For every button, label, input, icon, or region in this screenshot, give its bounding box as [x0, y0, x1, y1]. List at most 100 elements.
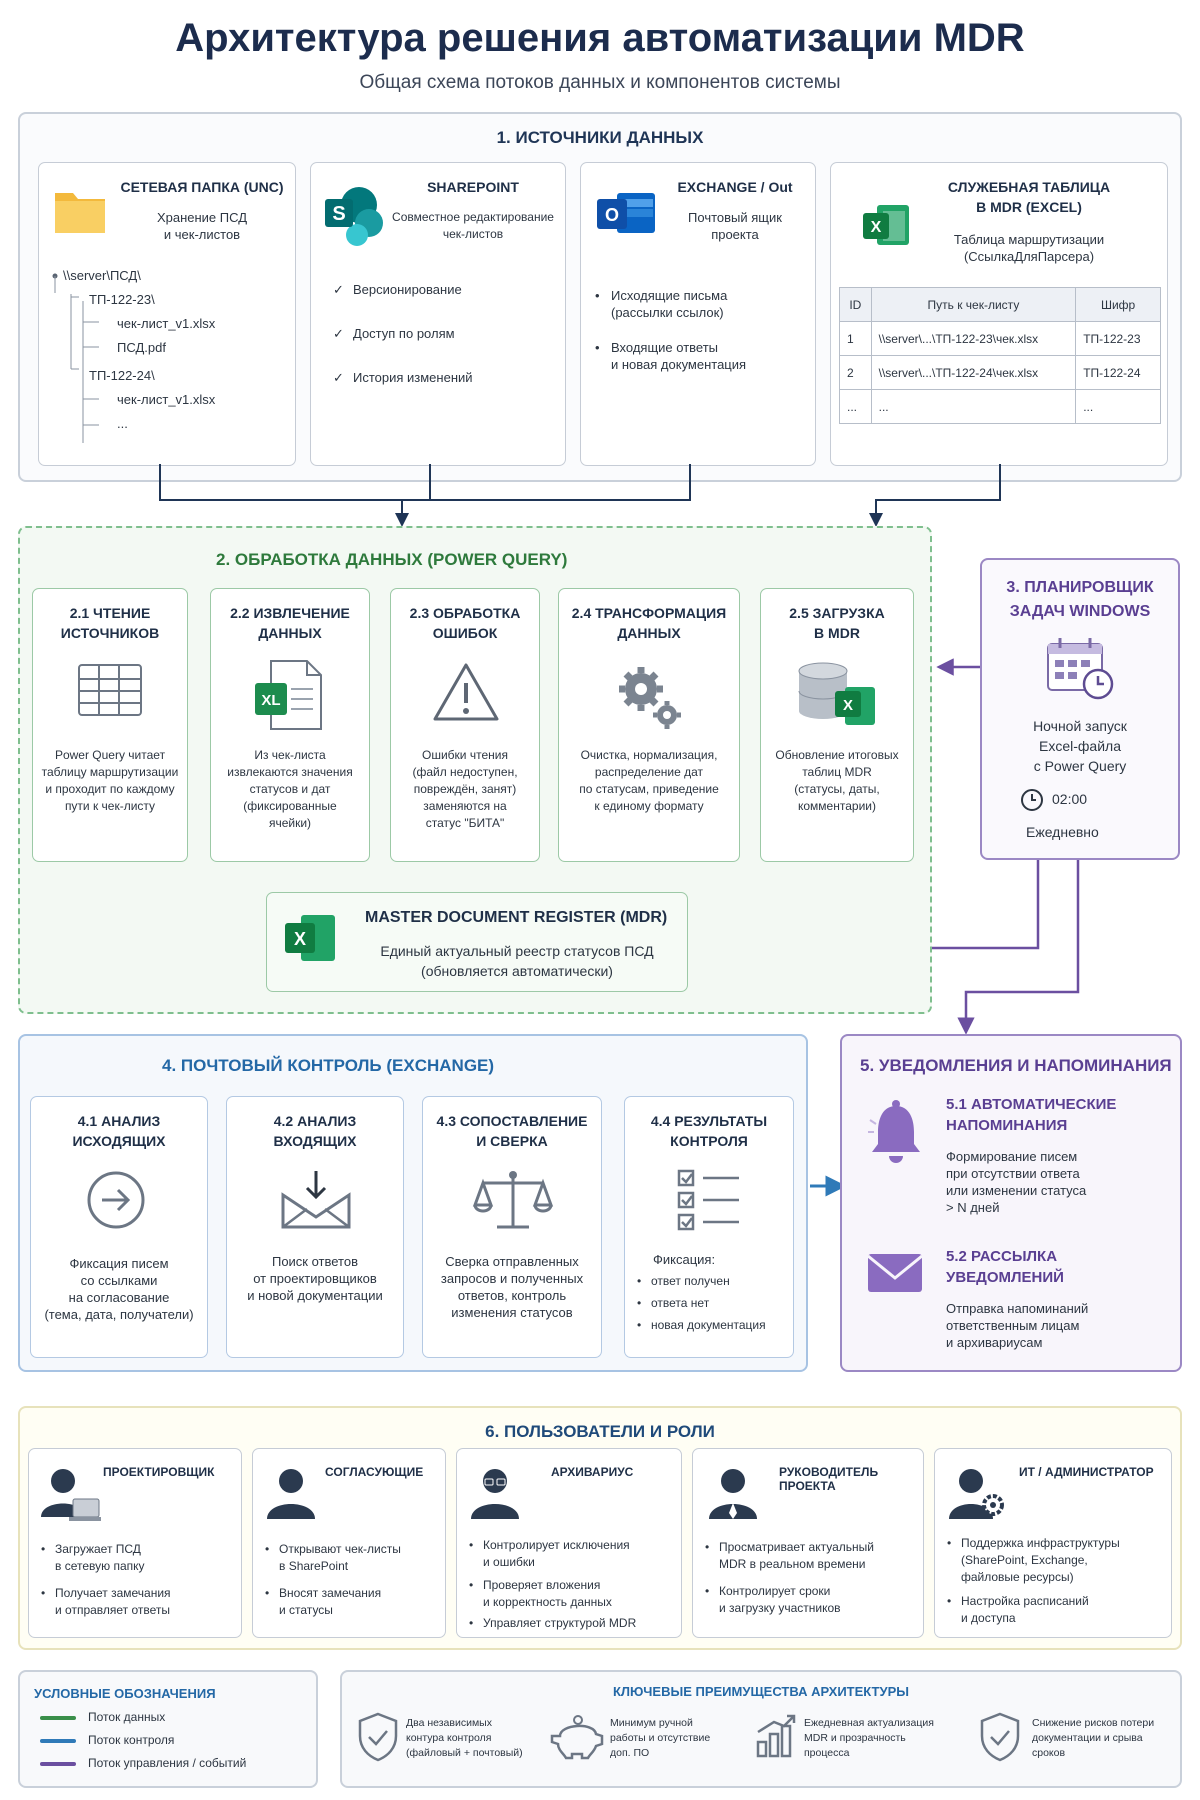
svg-text:X: X — [294, 929, 306, 949]
step-2-5-card: 2.5 ЗАГРУЗКА В MDR X Обновление итоговых… — [760, 588, 914, 862]
step-text: Power Query читает таблицу маршрутизации… — [41, 748, 179, 813]
legend-label: Поток контроля — [88, 1733, 175, 1747]
legend-swatch — [40, 1716, 76, 1720]
step-text: Сверка отправленных запросов и полученны… — [440, 1254, 584, 1320]
benefits-panel: КЛЮЧЕВЫЕ ПРЕИМУЩЕСТВА АРХИТЕКТУРЫ Два не… — [340, 1670, 1182, 1788]
roles-title: 6. ПОЛЬЗОВАТЕЛИ И РОЛИ — [485, 1422, 715, 1441]
folder-icon — [55, 193, 105, 233]
benefit-text: Снижение рисков потери документации и ср… — [1032, 1717, 1155, 1759]
table-row: ......... — [839, 389, 1161, 424]
legend-title: УСЛОВНЫЕ ОБОЗНАЧЕНИЯ — [34, 1686, 216, 1701]
role-duty: Просматривает актуальный MDR в реальном … — [719, 1540, 874, 1571]
approver-avatar-icon — [267, 1469, 315, 1519]
tree-lines — [52, 273, 99, 443]
exchange-bullet: Исходящие письма (рассылки ссылок) — [611, 288, 728, 320]
unc-desc: Хранение ПСД и чек-листов — [156, 210, 248, 242]
mail-control-title: 4. ПОЧТОВЫЙ КОНТРОЛЬ (EXCHANGE) — [162, 1056, 495, 1075]
database-excel-icon: X — [798, 662, 875, 725]
svg-text:X: X — [843, 697, 853, 714]
step-2-4-card: 2.4 ТРАНСФОРМАЦИЯ ДАННЫХ Очистка, нормал… — [558, 588, 740, 862]
clock-icon — [1021, 789, 1043, 811]
step-text: Поиск ответов от проектировщиков и новой… — [247, 1254, 383, 1303]
step-title: 2.3 ОБРАБОТКА ОШИБОК — [409, 605, 521, 641]
step-text: Обновление итоговых таблиц MDR (статусы,… — [775, 748, 899, 813]
step-4-2-card: 4.2 АНАЛИЗ ВХОДЯЩИХ Поиск ответов от про… — [226, 1096, 404, 1358]
sp-feature: Версионирование — [353, 282, 462, 297]
admin-avatar-icon — [949, 1469, 1004, 1519]
benefits-title: КЛЮЧЕВЫЕ ПРЕИМУЩЕСТВА АРХИТЕКТУРЫ — [613, 1684, 909, 1699]
role-card-designer: ПРОЕКТИРОВЩИК • Загружает ПСД в сетевую … — [28, 1448, 242, 1638]
benefit-text: Ежедневная актуализация MDR и прозрачнос… — [804, 1717, 934, 1759]
page-title: Архитектура решения автоматизации MDR — [175, 16, 1025, 60]
manager-avatar-icon — [709, 1469, 757, 1519]
role-duty: Управляет структурой MDR — [483, 1616, 637, 1630]
routing-table-title: СЛУЖЕБНАЯ ТАБЛИЦА В MDR (EXCEL) — [947, 179, 1111, 215]
sharepoint-title: SHAREPOINT — [427, 179, 519, 195]
checklist-icon — [677, 1169, 739, 1231]
envelope-icon — [867, 1254, 923, 1292]
scheduler-title: 3. ПЛАНИРОВЩИК ЗАДАЧ WINDOWS — [1006, 579, 1154, 620]
sources-section: 1. ИСТОЧНИКИ ДАННЫХ СЕТЕВАЯ ПАПКА (UNC) … — [18, 112, 1182, 482]
sharepoint-icon: S — [325, 187, 383, 246]
step-title: 2.2 ИЗВЛЕЧЕНИЕ ДАННЫХ — [230, 605, 350, 641]
step-title: 2.4 ТРАНСФОРМАЦИЯ ДАННЫХ — [571, 605, 727, 641]
column-header: Путь к чек-листу — [870, 287, 1077, 322]
legend-panel: УСЛОВНЫЕ ОБОЗНАЧЕНИЯ Поток данных Поток … — [18, 1670, 318, 1788]
shield-check-icon — [358, 1712, 398, 1762]
notifications-title: 5. УВЕДОМЛЕНИЯ И НАПОМИНАНИЯ — [860, 1056, 1172, 1075]
excel-icon: X — [863, 205, 909, 245]
processing-title: 2. ОБРАБОТКА ДАННЫХ (POWER QUERY) — [216, 550, 568, 569]
step-text: Ошибки чтения (файл недоступен, повреждё… — [412, 748, 518, 830]
svg-text:S: S — [332, 203, 345, 225]
check-icon: ✓ — [333, 370, 344, 385]
exchange-card: O EXCHANGE / Out Почтовый ящик проекта •… — [580, 162, 816, 466]
calendar-clock-icon — [1047, 638, 1114, 700]
notification-title: 5.1 АВТОМАТИЧЕСКИЕ НАПОМИНАНИЯ — [946, 1096, 1117, 1134]
step-4-3-card: 4.3 СОПОСТАВЛЕНИЕ И СВЕРКА Сверка отправ… — [422, 1096, 602, 1358]
role-duty: Поддержка инфраструктуры (SharePoint, Ex… — [961, 1536, 1120, 1584]
notifications-section: 5. УВЕДОМЛЕНИЯ И НАПОМИНАНИЯ 5.1 АВТОМАТ… — [840, 1034, 1182, 1372]
column-header: Шифр — [1075, 287, 1161, 322]
benefit-text: Минимум ручной работы и отсутствие доп. … — [610, 1717, 711, 1759]
legend-swatch — [40, 1762, 76, 1766]
result-item: новая документация — [651, 1318, 766, 1332]
step-title: 4.3 СОПОСТАВЛЕНИЕ И СВЕРКА — [436, 1113, 588, 1149]
step-title: 4.1 АНАЛИЗ ИСХОДЯЩИХ — [72, 1113, 166, 1149]
notification-text: Формирование писем при отсутствии ответа… — [946, 1149, 1087, 1215]
step-2-1-card: 2.1 ЧТЕНИЕ ИСТОЧНИКОВ Power Query читает… — [32, 588, 188, 862]
check-icon: ✓ — [333, 326, 344, 341]
role-card-approvers: СОГЛАСУЮЩИЕ • Открывают чек-листы в Shar… — [252, 1448, 446, 1638]
step-title: 4.4 РЕЗУЛЬТАТЫ КОНТРОЛЯ — [650, 1113, 768, 1149]
xl-badge: XL — [261, 692, 280, 709]
outlook-icon: O — [597, 193, 655, 233]
result-item: ответ получен — [651, 1274, 730, 1288]
role-duty: Вносят замечания и статусы — [279, 1586, 382, 1617]
step-title: 2.5 ЗАГРУЗКА В MDR — [789, 605, 885, 641]
role-title: РУКОВОДИТЕЛЬ ПРОЕКТА — [779, 1465, 879, 1493]
routing-table-card: X СЛУЖЕБНАЯ ТАБЛИЦА В MDR (EXCEL) Таблиц… — [830, 162, 1168, 466]
role-title: ИТ / АДМИНИСТРАТОР — [1019, 1465, 1154, 1479]
notification-text: Отправка напоминаний ответственным лицам… — [946, 1301, 1089, 1350]
unc-title: СЕТЕВАЯ ПАПКА (UNC) — [120, 179, 284, 195]
excel-file-icon: XL — [255, 660, 322, 730]
mdr-text: Единый актуальный реестр статусов ПСД (о… — [380, 943, 654, 979]
tree-root: \\server\ПСД\ — [63, 268, 141, 283]
routing-table-desc: Таблица маршрутизации (СсылкаДляПарсера) — [953, 232, 1105, 264]
scheduler-time: 02:00 — [1052, 791, 1088, 807]
legend-swatch — [40, 1739, 76, 1743]
notification-title: 5.2 РАССЫЛКА УВЕДОМЛЕНИЙ — [946, 1248, 1064, 1286]
tree-file-2: ПСД.pdf — [117, 340, 166, 355]
tree-more: ... — [117, 416, 128, 431]
svg-text:X: X — [871, 219, 882, 236]
sources-title: 1. ИСТОЧНИКИ ДАННЫХ — [496, 128, 704, 147]
step-title: 2.1 ЧТЕНИЕ ИСТОЧНИКОВ — [60, 605, 160, 641]
role-duty: Контролирует исключения и ошибки — [483, 1538, 630, 1569]
step-title: 4.2 АНАЛИЗ ВХОДЯЩИХ — [273, 1113, 357, 1149]
step-4-4-card: 4.4 РЕЗУЛЬТАТЫ КОНТРОЛЯ Фиксация: • отве… — [624, 1096, 794, 1358]
role-duty: Проверяет вложения и корректность данных — [483, 1578, 612, 1609]
role-duty: Открывают чек-листы в SharePoint — [279, 1542, 401, 1573]
tree-folder-2: ТП-122-24\ — [89, 368, 155, 383]
warning-icon — [433, 663, 499, 721]
